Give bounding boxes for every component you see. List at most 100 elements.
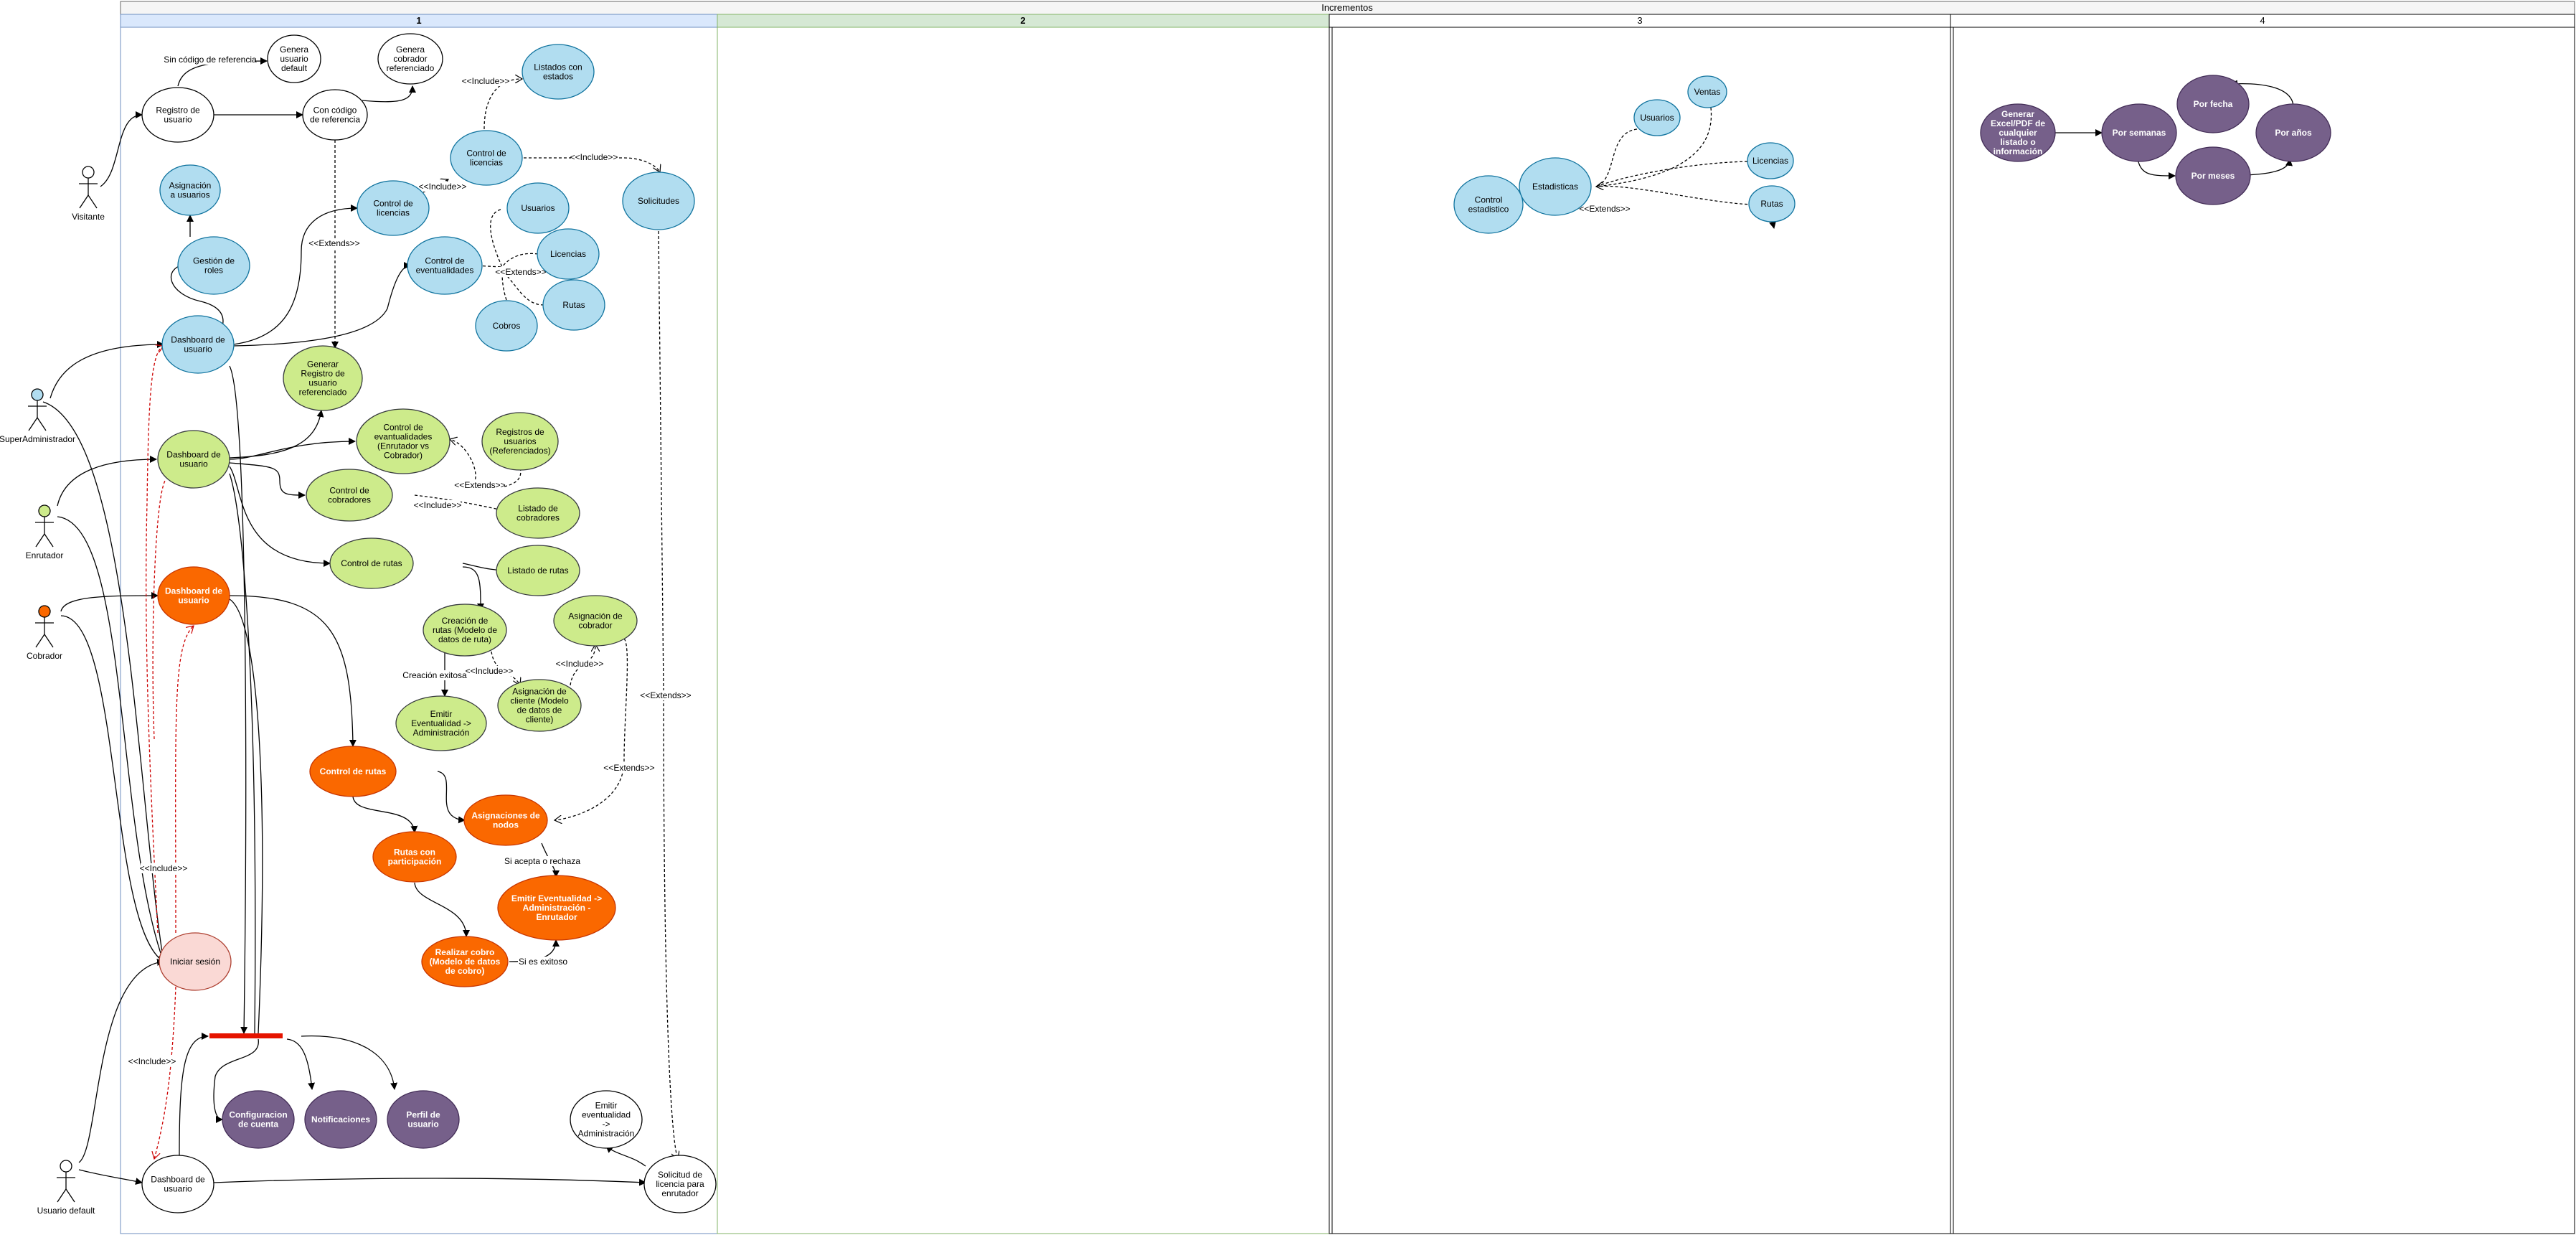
use-case-solicitudes[interactable]: Solicitudes: [622, 172, 695, 230]
use-case-por-anos[interactable]: Por años: [2255, 103, 2331, 162]
use-case-emitir-event-enr[interactable]: Emitir Eventualidad ->Administración -En…: [497, 875, 616, 941]
use-case-licencias-3[interactable]: Licencias: [1747, 142, 1794, 179]
use-case-licencias-1[interactable]: Licencias: [537, 228, 600, 280]
use-case-label: Control de rutas: [320, 766, 387, 776]
use-case-notificaciones[interactable]: Notificaciones: [304, 1090, 377, 1149]
use-case-rutas-3[interactable]: Rutas: [1748, 185, 1796, 222]
use-case-usuarios-3[interactable]: Usuarios: [1633, 99, 1681, 136]
edge-superadmin-iniciar: [42, 401, 166, 962]
use-case-shape: [2176, 75, 2250, 133]
edge-licencias-est: [1595, 161, 1753, 187]
use-case-usuarios-1[interactable]: Usuarios: [506, 182, 570, 234]
use-case-por-semanas[interactable]: Por semanas: [2101, 103, 2177, 162]
actors: VisitanteSuperAdministradorEnrutadorCobr…: [0, 166, 105, 1216]
label-include-solicitudes: <<Include>>: [570, 152, 618, 162]
use-case-shape: [1453, 175, 1524, 234]
use-case-label: Listado de rutas: [507, 565, 568, 576]
increments-pool: Incrementos 1 2 3 4: [120, 1, 2575, 1234]
use-case-estadisticas[interactable]: Estadisticas: [1519, 157, 1592, 216]
use-case-control-rutas-o[interactable]: Control de rutas: [309, 746, 397, 797]
use-case-label: Emitir Eventualidad ->Administración -En…: [511, 893, 602, 922]
use-case-listado-rutas[interactable]: Listado de rutas: [496, 545, 580, 596]
use-case-iniciar-sesion[interactable]: Iniciar sesión: [159, 932, 232, 991]
edge-bar-config: [213, 1038, 259, 1123]
use-case-shape: [542, 279, 605, 331]
actor-visitante[interactable]: Visitante: [72, 166, 105, 222]
lane-2: [717, 14, 1330, 1234]
edge-include-enrutador: [152, 480, 166, 740]
edge-dashd-bar: [179, 1033, 209, 1156]
edge-superadmin-dash: [49, 341, 164, 399]
actor-leg-right: [65, 1188, 75, 1203]
use-case-shape: [407, 236, 483, 295]
actor-cobrador[interactable]: Cobrador: [27, 605, 62, 661]
use-case-shape: [1747, 142, 1794, 179]
actor-superadmin[interactable]: SuperAdministrador: [0, 388, 75, 444]
label-extends-est: <<Extends>>: [1579, 204, 1630, 214]
label-si-exitoso: Si es exitoso: [519, 957, 567, 967]
use-case-shape: [553, 595, 638, 647]
use-case-shape: [497, 679, 582, 732]
use-case-cobros[interactable]: Cobros: [475, 300, 538, 352]
use-case-control-rutas-g[interactable]: Control de rutas: [329, 537, 414, 589]
use-case-shape: [309, 746, 397, 797]
actor-usuario-default[interactable]: Usuario default: [37, 1160, 95, 1216]
edge-labels: Sin código de referencia <<Include>> <<I…: [128, 55, 1631, 1066]
use-case-label: Cobros: [493, 321, 521, 331]
label-include-cobradores: <<Include>>: [414, 500, 462, 510]
use-case-shape: [177, 236, 250, 295]
use-case-ventas[interactable]: Ventas: [1687, 75, 1727, 108]
use-case-label: Rutas: [562, 300, 585, 310]
edge-ventas-est: [1596, 107, 1712, 187]
edge-rutas-creacion: [462, 566, 484, 611]
edge-rutas-ce: [501, 271, 544, 306]
edge-participacion-cobro: [414, 882, 470, 937]
use-case-por-fecha[interactable]: Por fecha: [2176, 75, 2250, 133]
use-case-por-meses[interactable]: Por meses: [2175, 146, 2251, 205]
use-case-shape: [159, 164, 221, 216]
use-case-shape: [475, 300, 538, 352]
edges: [42, 57, 2294, 1186]
actor-enrutador[interactable]: Enrutador: [26, 504, 64, 560]
use-case-label: Por años: [2275, 128, 2312, 138]
use-case-rutas-1[interactable]: Rutas: [542, 279, 605, 331]
use-case-label: Estadisticas: [1532, 182, 1578, 192]
